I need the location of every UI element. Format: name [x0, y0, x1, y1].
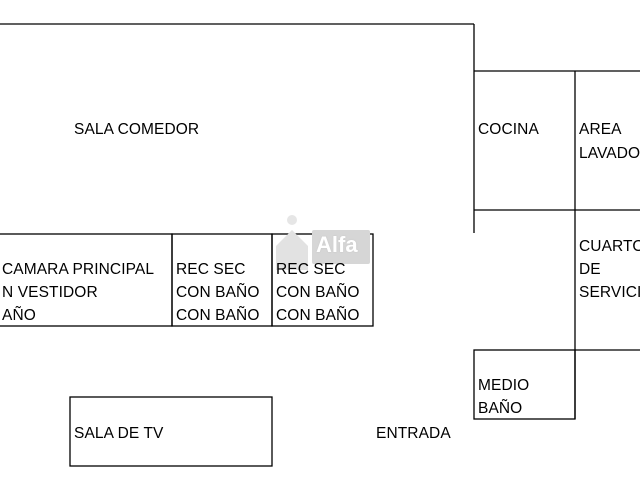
- label-rec-sec-2-line-1: REC SEC: [276, 261, 346, 278]
- label-recamara-principal-1: CAMARA PRINCIPAL: [2, 261, 155, 278]
- label-medio-bano-1: MEDIO: [478, 377, 530, 394]
- label-rec-sec-2-line-3: CON BAÑO: [276, 307, 360, 324]
- label-cuarto-servicio-3: SERVICIO: [579, 284, 640, 301]
- label-medio-bano-2: BAÑO: [478, 400, 523, 417]
- watermark-text: Alfa: [316, 232, 358, 257]
- label-recamara-principal-2: N VESTIDOR: [2, 284, 98, 301]
- label-sala-tv: SALA DE TV: [74, 425, 164, 442]
- room-sala-tv: [69, 396, 273, 467]
- label-cuarto-servicio-1: CUARTO: [579, 238, 640, 255]
- label-sala-comedor: SALA COMEDOR: [74, 121, 200, 138]
- label-rec-sec-1-line-1: REC SEC: [176, 261, 246, 278]
- label-cuarto-servicio-2: DE: [579, 261, 601, 278]
- label-cocina: COCINA: [478, 121, 539, 138]
- label-rec-sec-2-line-2: CON BAÑO: [276, 284, 360, 301]
- label-recamara-principal-3: AÑO: [2, 307, 36, 324]
- room-medio-bano: [473, 349, 576, 420]
- watermark-logo: Alfa: [272, 212, 372, 272]
- label-entrada: ENTRADA: [376, 425, 451, 442]
- label-area-lavado-2: LAVADO: [579, 145, 640, 162]
- house-icon: [276, 215, 370, 270]
- label-rec-sec-1-line-3: CON BAÑO: [176, 307, 260, 324]
- label-rec-sec-1-line-2: CON BAÑO: [176, 284, 260, 301]
- label-area-lavado-1: AREA: [579, 121, 622, 138]
